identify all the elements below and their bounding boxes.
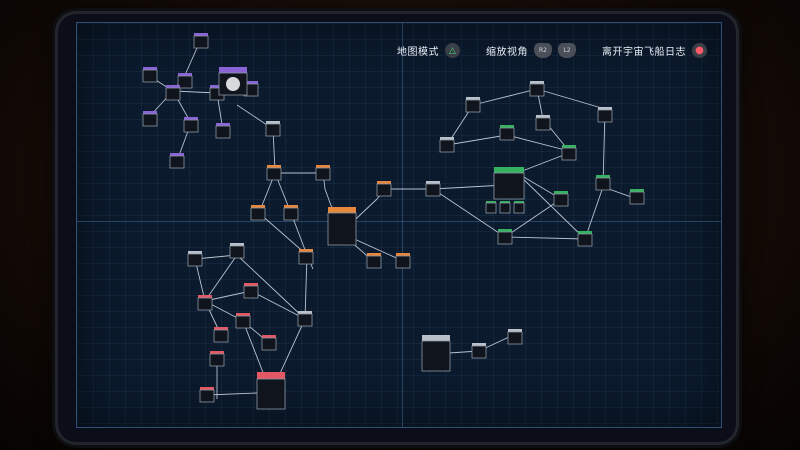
map-axis-vertical bbox=[402, 23, 403, 427]
r2-button-icon[interactable]: R2 bbox=[534, 43, 552, 58]
log-entry-node[interactable] bbox=[266, 165, 282, 181]
log-entry-node[interactable] bbox=[283, 205, 299, 221]
circle-button-icon[interactable]: ● bbox=[692, 43, 707, 58]
log-entry-node[interactable] bbox=[507, 329, 523, 345]
log-entry-node[interactable] bbox=[499, 125, 515, 141]
log-entry-node[interactable] bbox=[297, 311, 313, 327]
log-entry-node[interactable] bbox=[243, 283, 259, 299]
log-entry-node[interactable] bbox=[485, 201, 497, 214]
log-entry-node[interactable] bbox=[187, 251, 203, 267]
triangle-button-icon[interactable]: △ bbox=[445, 43, 460, 58]
log-entry-node[interactable] bbox=[250, 205, 266, 221]
log-entry-node[interactable] bbox=[439, 137, 455, 153]
log-entry-node[interactable] bbox=[169, 153, 185, 169]
log-entry-node[interactable] bbox=[597, 107, 613, 123]
log-entry-node[interactable] bbox=[298, 249, 314, 265]
log-entry-node[interactable] bbox=[265, 121, 281, 137]
green-hub-card[interactable] bbox=[493, 167, 525, 200]
ship-log-map-screen[interactable]: 地图模式 △ 缩放视角 R2 L2 离开宇宙飞船日志 ● bbox=[76, 22, 722, 428]
log-entry-node[interactable] bbox=[395, 253, 411, 269]
ship-log-node-map[interactable] bbox=[77, 23, 721, 427]
log-entry-node[interactable] bbox=[629, 189, 645, 205]
exit-ship-log-label: 离开宇宙飞船日志 bbox=[602, 47, 686, 58]
log-entry-node[interactable] bbox=[177, 73, 193, 89]
log-entry-node[interactable] bbox=[499, 201, 511, 214]
log-entry-node[interactable] bbox=[315, 165, 331, 181]
map-axis-horizontal bbox=[77, 221, 721, 222]
log-entry-node[interactable] bbox=[243, 81, 259, 97]
controls-hud: 地图模式 △ 缩放视角 R2 L2 离开宇宙飞船日志 ● bbox=[397, 43, 707, 58]
log-entry-node[interactable] bbox=[425, 181, 441, 197]
log-entry-node[interactable] bbox=[497, 229, 513, 245]
log-entry-node[interactable] bbox=[197, 295, 213, 311]
log-entry-node[interactable] bbox=[535, 115, 551, 131]
log-entry-node[interactable] bbox=[213, 327, 229, 343]
log-entry-node[interactable] bbox=[577, 231, 593, 247]
log-entry-node[interactable] bbox=[209, 351, 225, 367]
log-entry-node[interactable] bbox=[465, 97, 481, 113]
log-entry-node[interactable] bbox=[513, 201, 525, 214]
log-entry-node[interactable] bbox=[165, 85, 181, 101]
map-links bbox=[148, 38, 638, 399]
red-large-card[interactable] bbox=[256, 372, 286, 410]
map-mode-label: 地图模式 bbox=[397, 47, 439, 58]
log-entry-node[interactable] bbox=[199, 387, 215, 403]
purple-moon-card[interactable] bbox=[218, 67, 248, 96]
log-entry-node[interactable] bbox=[142, 67, 158, 83]
log-entry-node[interactable] bbox=[471, 343, 487, 359]
log-entry-node[interactable] bbox=[553, 191, 569, 207]
log-entry-node[interactable] bbox=[376, 181, 392, 197]
gray-isolated-card[interactable] bbox=[421, 335, 451, 372]
orange-hub-card[interactable] bbox=[327, 207, 357, 246]
log-entry-node[interactable] bbox=[529, 81, 545, 97]
l2-button-icon[interactable]: L2 bbox=[558, 43, 576, 58]
log-entry-node[interactable] bbox=[561, 145, 577, 161]
log-entry-node[interactable] bbox=[183, 117, 199, 133]
log-entry-node[interactable] bbox=[261, 335, 277, 351]
log-entry-node[interactable] bbox=[142, 111, 158, 127]
zoom-label: 缩放视角 bbox=[486, 47, 528, 58]
map-nodes[interactable] bbox=[142, 33, 645, 410]
log-entry-node[interactable] bbox=[235, 313, 251, 329]
log-entry-node[interactable] bbox=[193, 33, 209, 49]
log-entry-node[interactable] bbox=[215, 123, 231, 139]
log-entry-node[interactable] bbox=[366, 253, 382, 269]
log-entry-node[interactable] bbox=[229, 243, 245, 259]
log-entry-node[interactable] bbox=[595, 175, 611, 191]
